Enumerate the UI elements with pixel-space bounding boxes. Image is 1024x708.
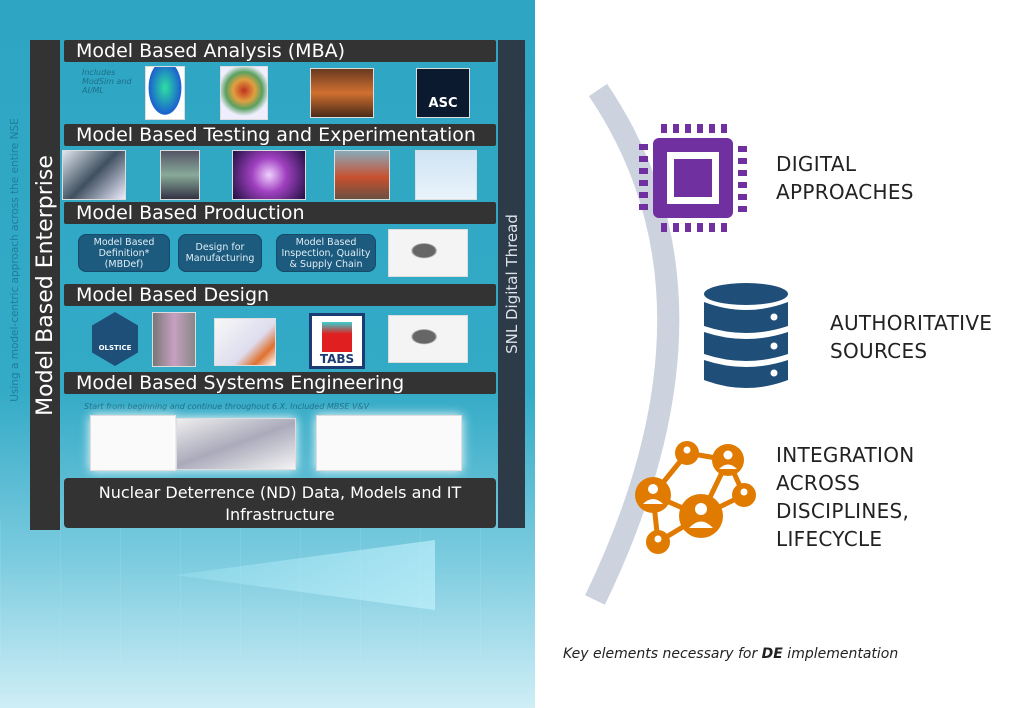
fire-simulation-image — [310, 68, 374, 118]
tabs-logo: TABS — [309, 313, 365, 369]
enterprise-label: Model Based Enterprise — [32, 154, 58, 416]
enterprise-bar: Model Based Enterprise — [30, 40, 60, 530]
plasma-experiment-image — [232, 150, 306, 200]
mba-note: Includes ModSim and AI/ML — [82, 68, 132, 95]
section-mbte-title: Model Based Testing and Experimentation — [64, 124, 496, 146]
database-icon — [704, 283, 788, 388]
fighter-jet-image — [415, 150, 477, 200]
lab-rack-image — [160, 150, 200, 200]
cpu-chip-icon — [639, 124, 747, 232]
mbdef-box: Model Based Definition* (MBDef) — [78, 234, 170, 272]
section-mbp-title: Model Based Production — [64, 202, 496, 224]
reentry-body-model-image — [152, 312, 196, 367]
section-mbd-title: Model Based Design — [64, 284, 496, 306]
foundation-box: Nuclear Deterrence (ND) Data, Models and… — [64, 478, 496, 528]
digital-thread-label: SNL Digital Thread — [502, 214, 521, 354]
arc-path — [585, 83, 680, 605]
fea-simulation-image — [145, 66, 185, 120]
colstice-logo: OLSTICE — [92, 312, 138, 366]
authoritative-sources-label: AUTHORITATIVE SOURCES — [830, 311, 993, 363]
mbe-panel: Using a model-centric approach across th… — [0, 0, 535, 708]
matlab-collage-image — [214, 318, 276, 366]
integration-label: INTEGRATION ACROSS DISCIPLINES, LIFECYCL… — [776, 443, 915, 551]
mbse-note: Start from beginning and continue throug… — [84, 402, 370, 411]
asc-logo: ASC — [416, 68, 470, 118]
facility-background — [0, 520, 535, 660]
people-network-icon — [635, 441, 756, 554]
cad-drawing-image — [388, 229, 468, 277]
section-mbse-title: Model Based Systems Engineering — [64, 372, 496, 394]
test-hardware-image — [62, 150, 126, 200]
trajectory-diagram-image — [176, 418, 296, 470]
plume-simulation-image — [220, 66, 268, 120]
section-mba-title: Model Based Analysis (MBA) — [64, 40, 496, 62]
digital-thread-bar: SNL Digital Thread — [498, 40, 525, 528]
side-note: Using a model-centric approach across th… — [9, 118, 21, 402]
design-for-manufacturing-box: Design for Manufacturing — [178, 234, 262, 272]
connecting-arc — [585, 83, 680, 605]
digital-approaches-label: DIGITAL APPROACHES — [776, 152, 914, 204]
rocket-test-image — [334, 150, 390, 200]
inspection-quality-supply-box: Model Based Inspection, Quality & Supply… — [276, 234, 376, 272]
sysml-diagram-image — [90, 415, 176, 471]
lifecycle-diagram-image — [316, 415, 462, 471]
caption: Key elements necessary for DE implementa… — [563, 646, 899, 662]
cad-drawing-image — [388, 315, 468, 363]
